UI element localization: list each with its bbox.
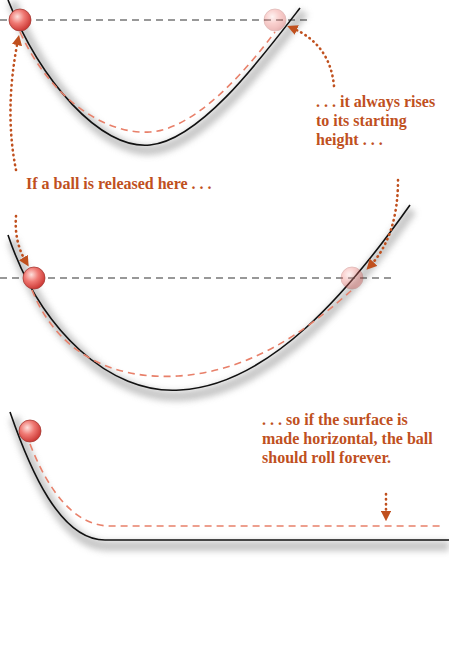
ball <box>9 9 363 442</box>
height-reference-line <box>0 20 392 278</box>
ramp-surface <box>8 0 449 540</box>
callout-text: . . . it always rises to its starting he… <box>316 92 444 149</box>
surface-shadow <box>12 2 449 546</box>
callout-text: If a ball is released here . . . <box>26 174 226 193</box>
callout-text: . . . so if the surface is made horizont… <box>262 410 444 467</box>
